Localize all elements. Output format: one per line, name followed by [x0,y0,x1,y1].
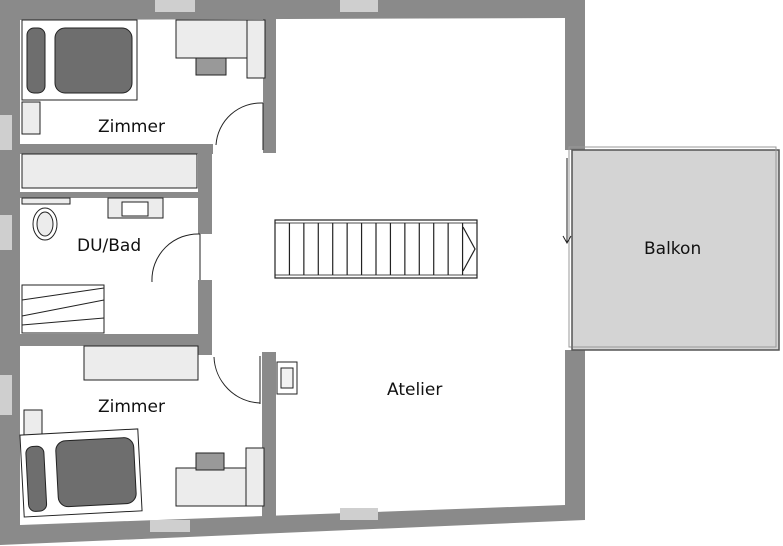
doors [151,102,264,404]
room-label-atelier: Atelier [387,380,442,400]
room-label-du-bad: DU/Bad [77,236,141,256]
interior-walls [20,18,276,522]
desk-top [175,19,266,79]
toilet [21,197,71,241]
balcony [568,146,780,351]
balcony-sliding-door [562,150,573,350]
stair-direction-arrow [462,226,476,272]
shower [21,284,105,334]
room-label-zimmer-top: Zimmer [98,117,165,137]
bed-bottom [19,428,143,518]
nightstand-top [21,101,41,135]
washbasin [107,197,164,219]
room-label-zimmer-bottom: Zimmer [98,397,165,417]
atelier-sink [276,361,298,395]
bed-top [21,19,138,101]
windows [0,0,378,532]
desk-bottom [175,447,265,507]
room-label-balkon: Balkon [644,239,701,259]
wardrobe-top [21,153,198,189]
staircase [274,219,478,279]
wardrobe-bottom [83,345,199,381]
